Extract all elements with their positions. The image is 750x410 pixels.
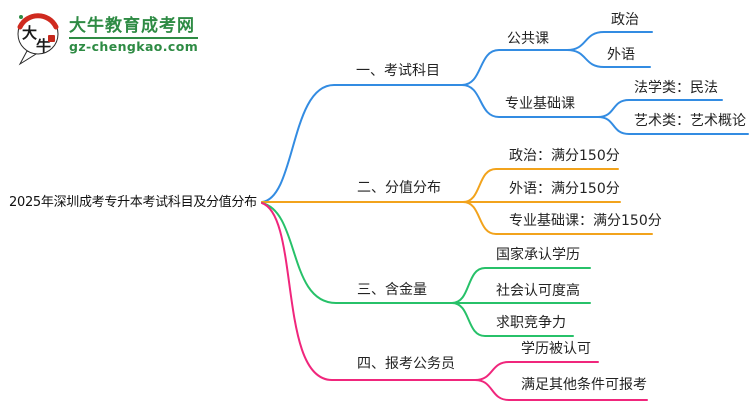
- node-value: 三、含金量: [357, 282, 427, 298]
- node-job-competitiveness: 求职竞争力: [496, 315, 566, 331]
- node-major-basic-courses: 专业基础课: [505, 96, 575, 112]
- node-exam-subjects: 一、考试科目: [356, 63, 440, 79]
- site-logo: 大 牛 大牛教育成考网 gz-chengkao.com: [13, 8, 199, 66]
- site-logo-text: 大牛教育成考网 gz-chengkao.com: [69, 8, 199, 54]
- svg-text:大: 大: [22, 24, 37, 42]
- node-public-courses: 公共课: [507, 31, 549, 47]
- node-score-politics: 政治：满分150分: [509, 148, 620, 164]
- site-url: gz-chengkao.com: [69, 39, 199, 54]
- svg-text:牛: 牛: [36, 37, 51, 55]
- node-score-foreign: 外语：满分150分: [509, 181, 620, 197]
- node-art-theory: 艺术类：艺术概论: [634, 113, 746, 129]
- node-other-conditions: 满足其他条件可报考: [521, 377, 647, 393]
- connector-public-courses: [461, 49, 568, 86]
- node-score-distribution: 二、分值分布: [357, 180, 441, 196]
- node-score-major: 专业基础课：满分150分: [509, 213, 662, 229]
- node-state-recognized: 国家承认学历: [496, 247, 580, 263]
- mindmap-root-title: 2025年深圳成考专升本考试科目及分值分布: [9, 195, 257, 210]
- node-law-civil: 法学类：民法: [634, 80, 718, 96]
- node-civil-servant: 四、报考公务员: [357, 356, 455, 372]
- node-degree-recognized: 学历被认可: [521, 341, 591, 357]
- node-social-recognition: 社会认可度高: [496, 283, 580, 299]
- node-foreign-language: 外语: [607, 47, 635, 63]
- node-politics: 政治: [611, 12, 639, 28]
- site-name: 大牛教育成考网: [69, 16, 195, 36]
- daniu-mascot-icon: 大 牛: [17, 13, 59, 66]
- logo-divider: [69, 37, 199, 39]
